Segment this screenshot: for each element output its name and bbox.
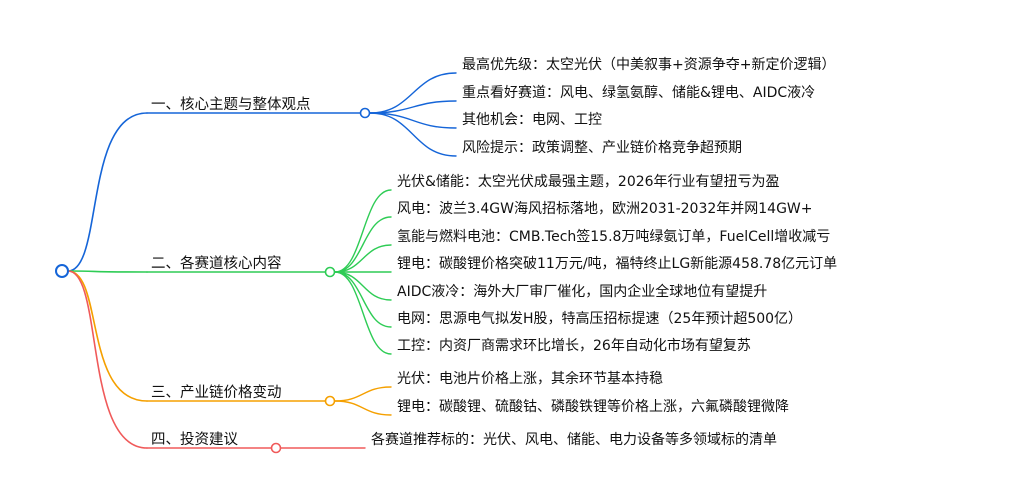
root-node[interactable] [55, 264, 69, 278]
branch-1-child-3-link [369, 112, 457, 129]
branch-1-child-2[interactable]: 重点看好赛道：风电、绿氢氨醇、储能&锂电、AIDC液冷 [462, 85, 816, 101]
branch-1-node[interactable] [359, 107, 371, 119]
branch-2-child-1-link [334, 189, 392, 273]
branch-2-link [67, 270, 148, 273]
branch-4-child-1[interactable]: 各赛道推荐标的：光伏、风电、储能、电力设备等多领域标的清单 [371, 432, 777, 448]
branch-2-child-1[interactable]: 光伏&储能：太空光伏成最强主题，2026年行业有望扭亏为盈 [397, 174, 780, 190]
branch-3-child-2-link [334, 400, 392, 416]
branch-1-child-1[interactable]: 最高优先级：太空光伏（中美叙事+资源争夺+新定价逻辑） [462, 57, 836, 73]
branch-3-link [67, 270, 148, 402]
branch-3-child-1-link [334, 386, 392, 402]
branch-3-child-1[interactable]: 光伏：电池片价格上涨，其余环节基本持稳 [397, 371, 663, 387]
branch-2-child-2[interactable]: 风电：波兰3.4GW海风招标落地，欧洲2031-2032年并网14GW+ [397, 201, 813, 217]
branch-3-child-2[interactable]: 锂电：碳酸锂、硫酸钴、磷酸铁锂等价格上涨，六氟磷酸锂微降 [397, 399, 789, 415]
branch-2-child-5[interactable]: AIDC液冷：海外大厂审厂催化，国内企业全球地位有望提升 [397, 284, 768, 300]
branch-3-label[interactable]: 三、产业链价格变动 [151, 385, 282, 401]
branch-1-child-1-link [369, 72, 457, 114]
branch-2-child-7-link [334, 271, 392, 355]
branch-4-label[interactable]: 四、投资建议 [151, 432, 238, 448]
branch-2-child-3[interactable]: 氢能与燃料电池：CMB.Tech签15.8万吨绿氨订单，FuelCell增收减亏 [397, 229, 831, 245]
branch-2-node[interactable] [324, 266, 336, 278]
branch-1-child-4[interactable]: 风险提示：政策调整、产业链价格竞争超预期 [462, 140, 742, 156]
branch-1-child-4-link [369, 112, 457, 157]
branch-1-child-2-link [369, 100, 457, 114]
branch-1-link [67, 112, 148, 272]
branch-2-child-2-link [334, 216, 392, 273]
branch-2-child-7[interactable]: 工控：内资厂商需求环比增长，26年自动化市场有望复苏 [397, 338, 751, 354]
branch-4-link [67, 270, 148, 449]
branch-1-child-3[interactable]: 其他机会：电网、工控 [462, 112, 602, 128]
branch-4-node[interactable] [270, 442, 282, 454]
branch-2-label[interactable]: 二、各赛道核心内容 [151, 256, 282, 272]
branch-3-node[interactable] [324, 395, 336, 407]
branch-1-label[interactable]: 一、核心主题与整体观点 [151, 97, 311, 113]
branch-2-child-4[interactable]: 锂电：碳酸锂价格突破11万元/吨，福特终止LG新能源458.78亿元订单 [397, 256, 838, 272]
branch-2-child-6[interactable]: 电网：思源电气拟发H股，特高压招标提速（25年预计超500亿） [397, 311, 803, 327]
branch-2-child-3-link [334, 244, 392, 273]
branch-2-child-5-link [334, 271, 392, 301]
